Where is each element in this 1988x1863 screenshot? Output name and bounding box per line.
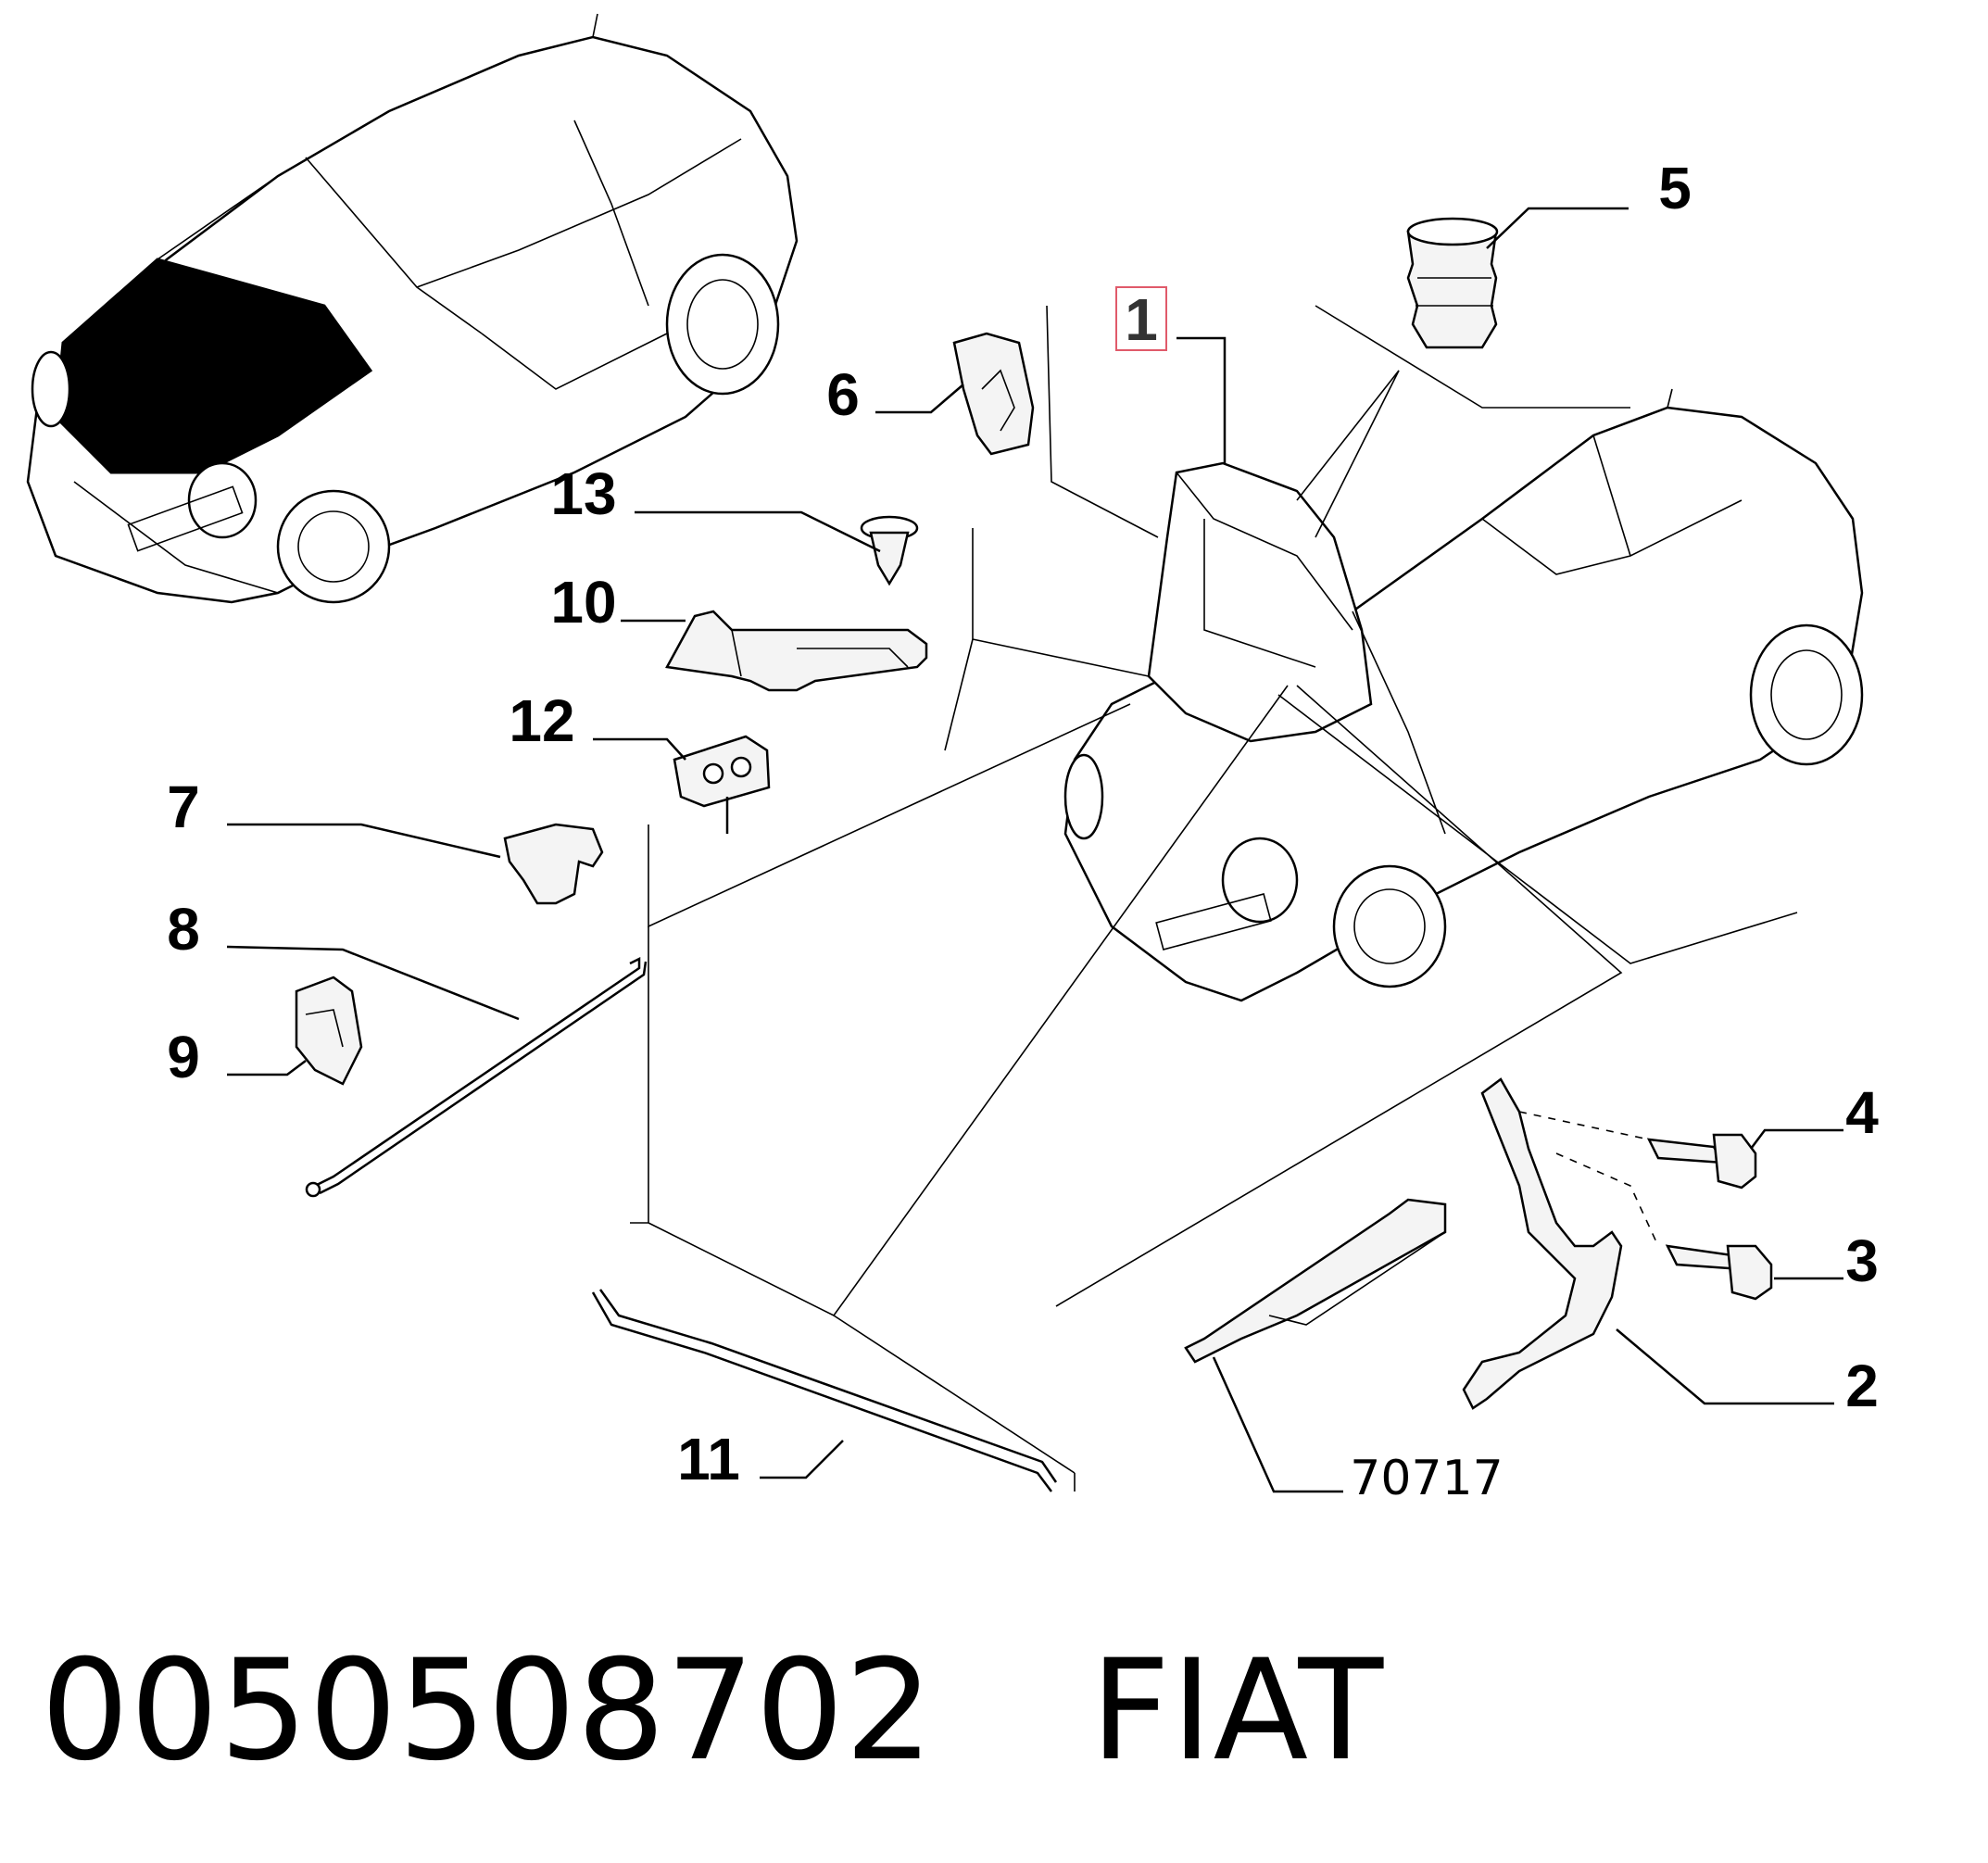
part-70717-plate [1184,1198,1447,1364]
part-8-prop-rod [305,956,648,1198]
part-9-rod-holder [295,976,363,1086]
part-12-lock-pad [673,735,771,834]
callout-3: 3 [1845,1227,1879,1294]
part-13-push-clip [860,515,919,586]
region-lines [630,305,1798,1492]
part-2-hinge [1462,1077,1623,1410]
callout-1-highlight-box [1115,286,1167,351]
callout-12: 12 [509,687,574,754]
callout-10: 10 [550,569,616,636]
part-10-bracket [665,610,928,692]
callout-ref-70717: 70717 [1350,1451,1503,1506]
black-hood [54,258,373,474]
footer-caption: 0050508702 FIAT [41,1630,1384,1792]
callout-11: 11 [677,1426,740,1492]
callout-6: 6 [826,361,860,428]
part-7-clip [503,823,604,905]
part-11-seal-strip [591,1289,1058,1492]
car-closed-hood-illustration [26,13,799,604]
part-3-bolt [1555,1152,1773,1301]
parts-diagram: 1 5 6 13 10 12 7 8 9 11 4 3 2 70717 [26,13,1879,1506]
callout-9: 9 [167,1024,200,1090]
callout-8: 8 [167,896,200,963]
part-5-bump-stop [1406,217,1499,349]
callout-4: 4 [1845,1079,1879,1146]
callout-7: 7 [167,774,200,840]
callout-1: 1 [1125,286,1158,353]
brand-name: FIAT [1090,1630,1385,1792]
callout-2: 2 [1845,1353,1879,1419]
callout-13: 13 [550,460,616,527]
part-6-rubber-pad [952,332,1035,456]
part-number: 0050508702 [41,1630,935,1792]
callout-5: 5 [1658,155,1692,221]
part-4-bolt [1518,1111,1757,1190]
car-open-hood-illustration [1063,388,1864,1002]
callout-leaders [226,207,1843,1493]
